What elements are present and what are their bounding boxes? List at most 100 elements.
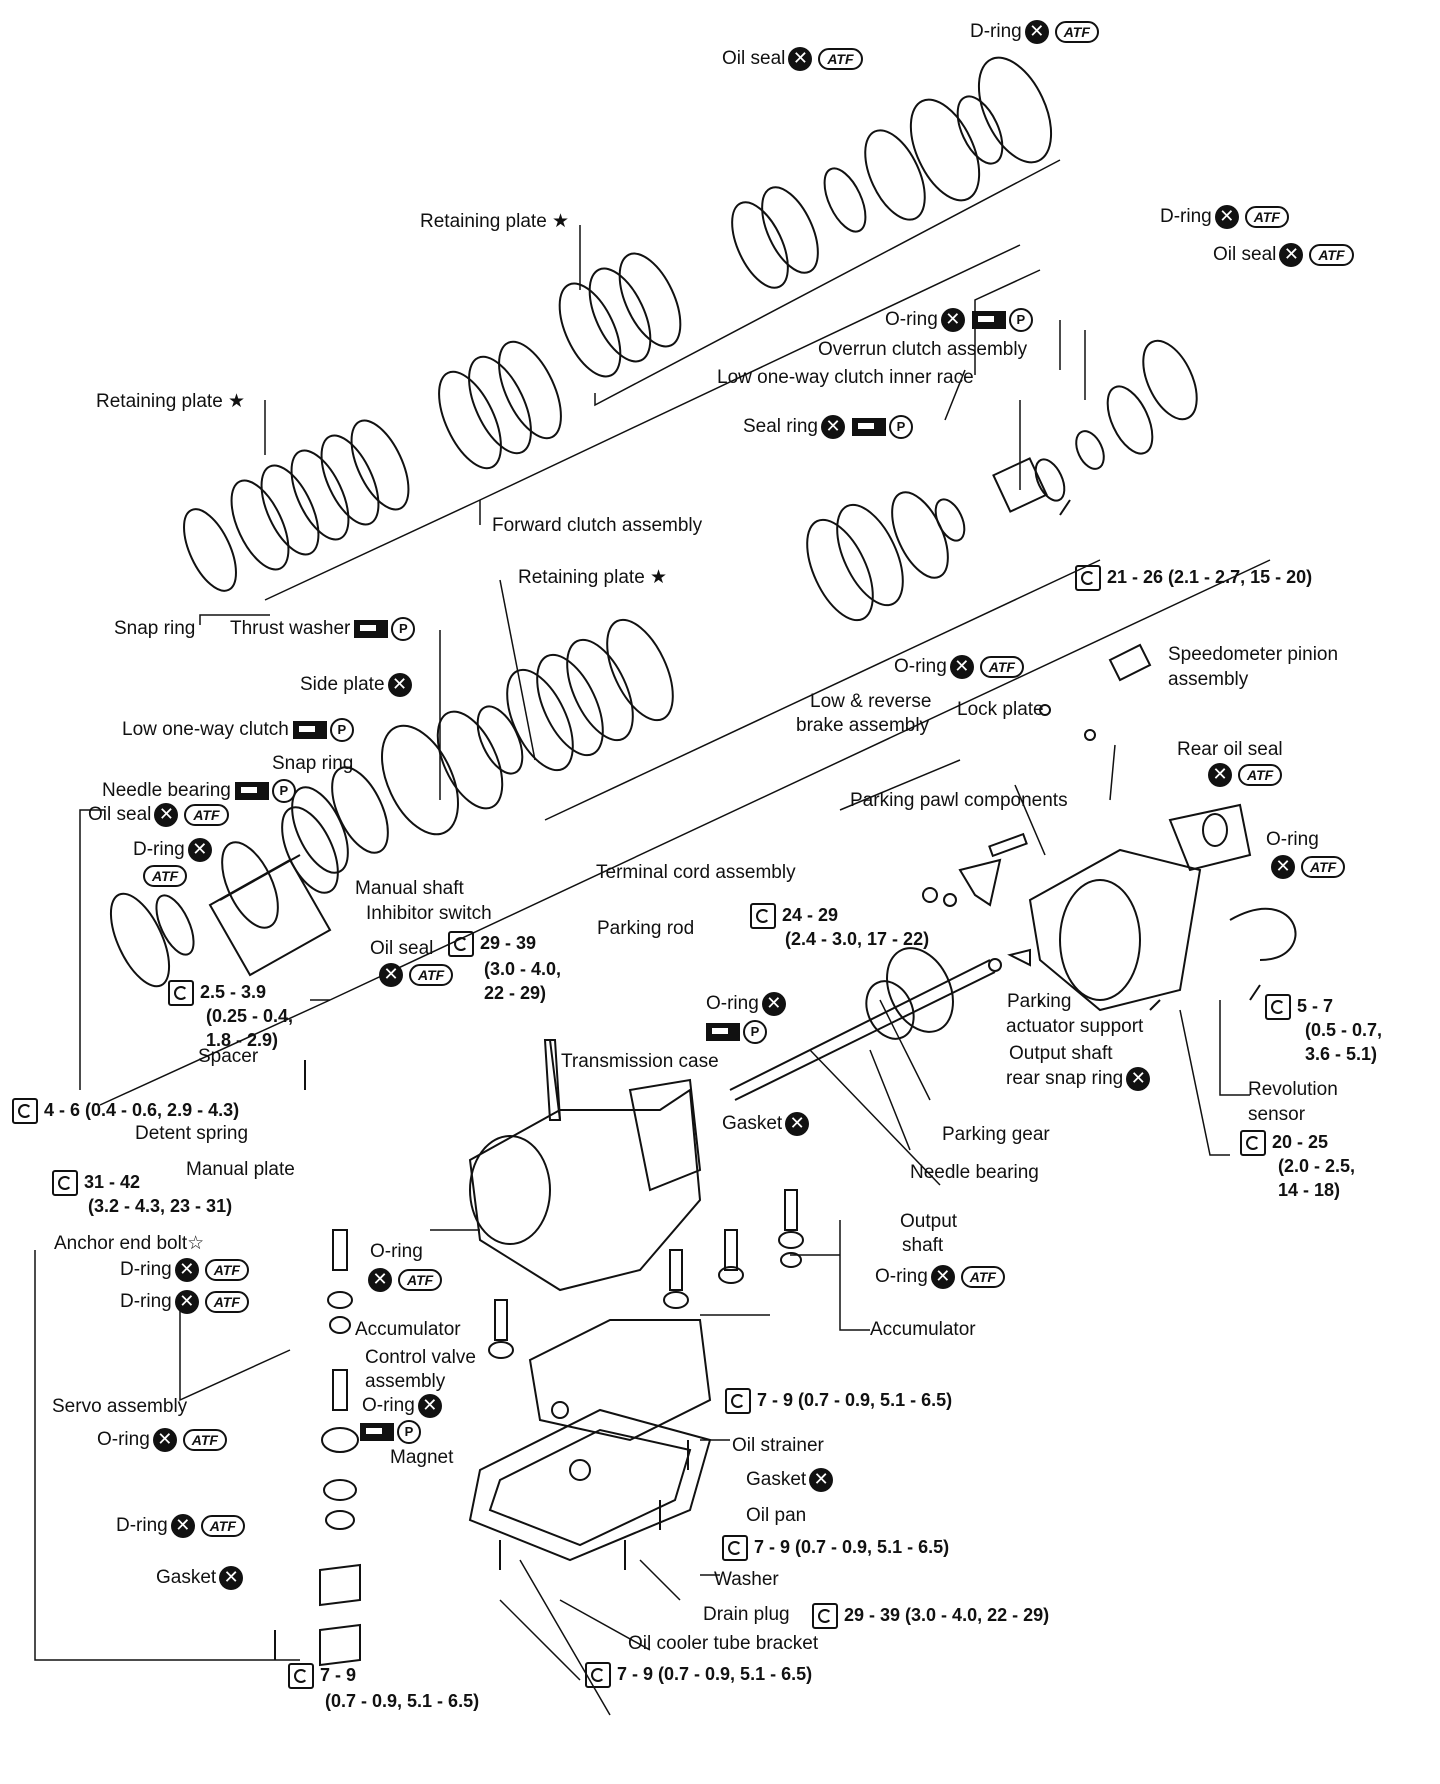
oil-seal-manual-icons: ✕ATF (376, 963, 454, 987)
bolts (274, 499, 1261, 1660)
replace-x-icon: ✕ (788, 47, 813, 71)
replace-x-icon: ✕ (1214, 205, 1239, 229)
torque-20-25-label: 20 - 25 (1240, 1130, 1328, 1157)
output-snap-label-2: rear snap ring✕ (1006, 1067, 1153, 1091)
lower-drum (109, 806, 339, 988)
torque-29-39-values-2: 22 - 29) (484, 983, 547, 1003)
forward-clutch-label: Forward clutch assembly (492, 515, 703, 536)
oil-pan-label: Oil pan (746, 1505, 807, 1526)
atf-badge-icon: ATF (182, 1429, 227, 1451)
atf-badge-icon: ATF (1309, 244, 1354, 266)
parking-rod-label: Parking rod (597, 918, 695, 939)
torque-7-9-servo-values: (0.7 - 0.9, 5.1 - 6.5) (325, 1691, 480, 1711)
petroleum-jelly-icon: P (329, 718, 354, 742)
parking-pawl-label: Parking pawl components (850, 790, 1068, 811)
petroleum-jelly-icon: P (1008, 308, 1033, 332)
output-shaft-label: Output (900, 1211, 958, 1232)
magnet-label: Magnet (390, 1447, 454, 1468)
snap-ring-1-label: Snap ring (114, 618, 196, 639)
replace-x-icon: ✕ (940, 308, 965, 332)
torque-wrench-icon (812, 1603, 838, 1630)
torque-4-6-label: 4 - 6 (0.4 - 0.6, 2.9 - 4.3) (12, 1098, 239, 1125)
torque-29-39-label: 29 - 39 (448, 931, 536, 958)
replace-x-icon: ✕ (152, 1428, 177, 1452)
revolution-sensor-label: Revolution (1248, 1079, 1338, 1100)
accumulator-left-label: Accumulator (355, 1319, 461, 1340)
inhibitor-switch-label: Inhibitor switch (366, 903, 492, 924)
torque-wrench-icon (1075, 565, 1101, 592)
accumulator-springs (319, 1189, 804, 1667)
side-plate-label: Side plate✕ (300, 673, 415, 697)
replace-x-icon: ✕ (417, 1394, 442, 1418)
parking-pawl-parts (922, 832, 1031, 972)
o-ring-acc-right-label: O-ring✕ATF (875, 1265, 1005, 1289)
replace-x-icon: ✕ (785, 1112, 810, 1136)
torque-31-42-label: 31 - 42 (52, 1170, 140, 1197)
control-valve (468, 1319, 712, 1562)
torque-wrench-icon (585, 1662, 611, 1689)
manual-plate-label: Manual plate (186, 1159, 295, 1180)
o-ring-rev-label: O-ring (1266, 829, 1319, 850)
torque-wrench-icon (448, 931, 474, 958)
low-reverse-label: Low & reverse (810, 691, 932, 712)
atf-badge-icon: ATF (1244, 206, 1289, 228)
replace-x-icon: ✕ (821, 415, 845, 439)
control-valve-label-2: assembly (365, 1371, 446, 1392)
spacer-label: Spacer (198, 1046, 259, 1067)
torque-24-29-label: 24 - 29 (750, 903, 838, 930)
grease-icon (852, 418, 886, 436)
o-ring-cv-icons: P (356, 1420, 421, 1444)
atf-badge-icon: ATF (200, 1515, 245, 1537)
replace-x-icon: ✕ (368, 1268, 392, 1292)
o-ring-servo-label: O-ring✕ATF (97, 1428, 227, 1452)
oil-cooler-bracket-label: Oil cooler tube bracket (628, 1633, 819, 1654)
extension-housing (1028, 643, 1297, 1012)
torque-wrench-icon (725, 1388, 751, 1415)
torque-2-5-values-2: 1.8 - 2.9) (206, 1030, 279, 1050)
torque-wrench-icon (52, 1170, 78, 1197)
output-shaft (729, 947, 996, 1101)
atf-badge-icon: ATF (960, 1266, 1005, 1288)
replace-x-icon: ✕ (174, 1290, 199, 1314)
speedometer-pinion-label-2: assembly (1168, 669, 1249, 690)
rear-oil-seal-label: Rear oil seal (1177, 739, 1283, 760)
atf-badge-icon: ATF (1054, 21, 1099, 43)
gasket-case-label: Gasket✕ (722, 1112, 812, 1136)
middle-clutch-rings (291, 339, 1198, 874)
atf-badge-icon: ATF (818, 48, 863, 70)
d-ring-top-label: D-ring✕ATF (970, 20, 1099, 44)
output-shaft-label-2: shaft (902, 1235, 944, 1256)
replace-x-icon: ✕ (1271, 855, 1295, 879)
anchor-bolt-label: Anchor end bolt☆ (54, 1233, 205, 1254)
petroleum-jelly-icon: P (397, 1420, 421, 1444)
grease-icon (706, 1023, 740, 1041)
torque-wrench-icon (288, 1663, 314, 1690)
atf-badge-icon: ATF (204, 1259, 249, 1281)
atf-badge-icon: ATF (1301, 856, 1346, 878)
replace-x-icon: ✕ (1126, 1067, 1151, 1091)
d-ring-left-atf: ATF (140, 864, 188, 888)
manual-shaft-label: Manual shaft (355, 878, 464, 899)
parking-gear-label: Parking gear (942, 1124, 1050, 1145)
terminal-cord-label: Terminal cord assembly (596, 862, 796, 883)
replace-x-icon: ✕ (379, 963, 403, 987)
retaining-plate-3-label: Retaining plate ★ (518, 567, 668, 588)
speedometer-pinion-label: Speedometer pinion (1168, 644, 1339, 665)
atf-badge-icon: ATF (143, 864, 188, 887)
torque-7-9-cv-label: 7 - 9 (0.7 - 0.9, 5.1 - 6.5) (725, 1388, 952, 1415)
torque-20-25-values-1: (2.0 - 2.5, (1278, 1156, 1356, 1176)
oil-seal-left-label: Oil seal✕ATF (88, 803, 229, 827)
replace-x-icon: ✕ (949, 655, 974, 679)
d-ring-right-label: D-ring✕ATF (1160, 205, 1289, 229)
torque-wrench-icon (722, 1535, 748, 1562)
needle-bearing-2-label: Needle bearing (910, 1162, 1039, 1183)
o-ring-cv-label: O-ring✕ (362, 1394, 445, 1418)
gasket-servo-label: Gasket✕ (156, 1566, 246, 1590)
transmission-case (468, 1039, 702, 1292)
torque-wrench-icon (12, 1098, 38, 1125)
grease-icon (971, 311, 1006, 329)
